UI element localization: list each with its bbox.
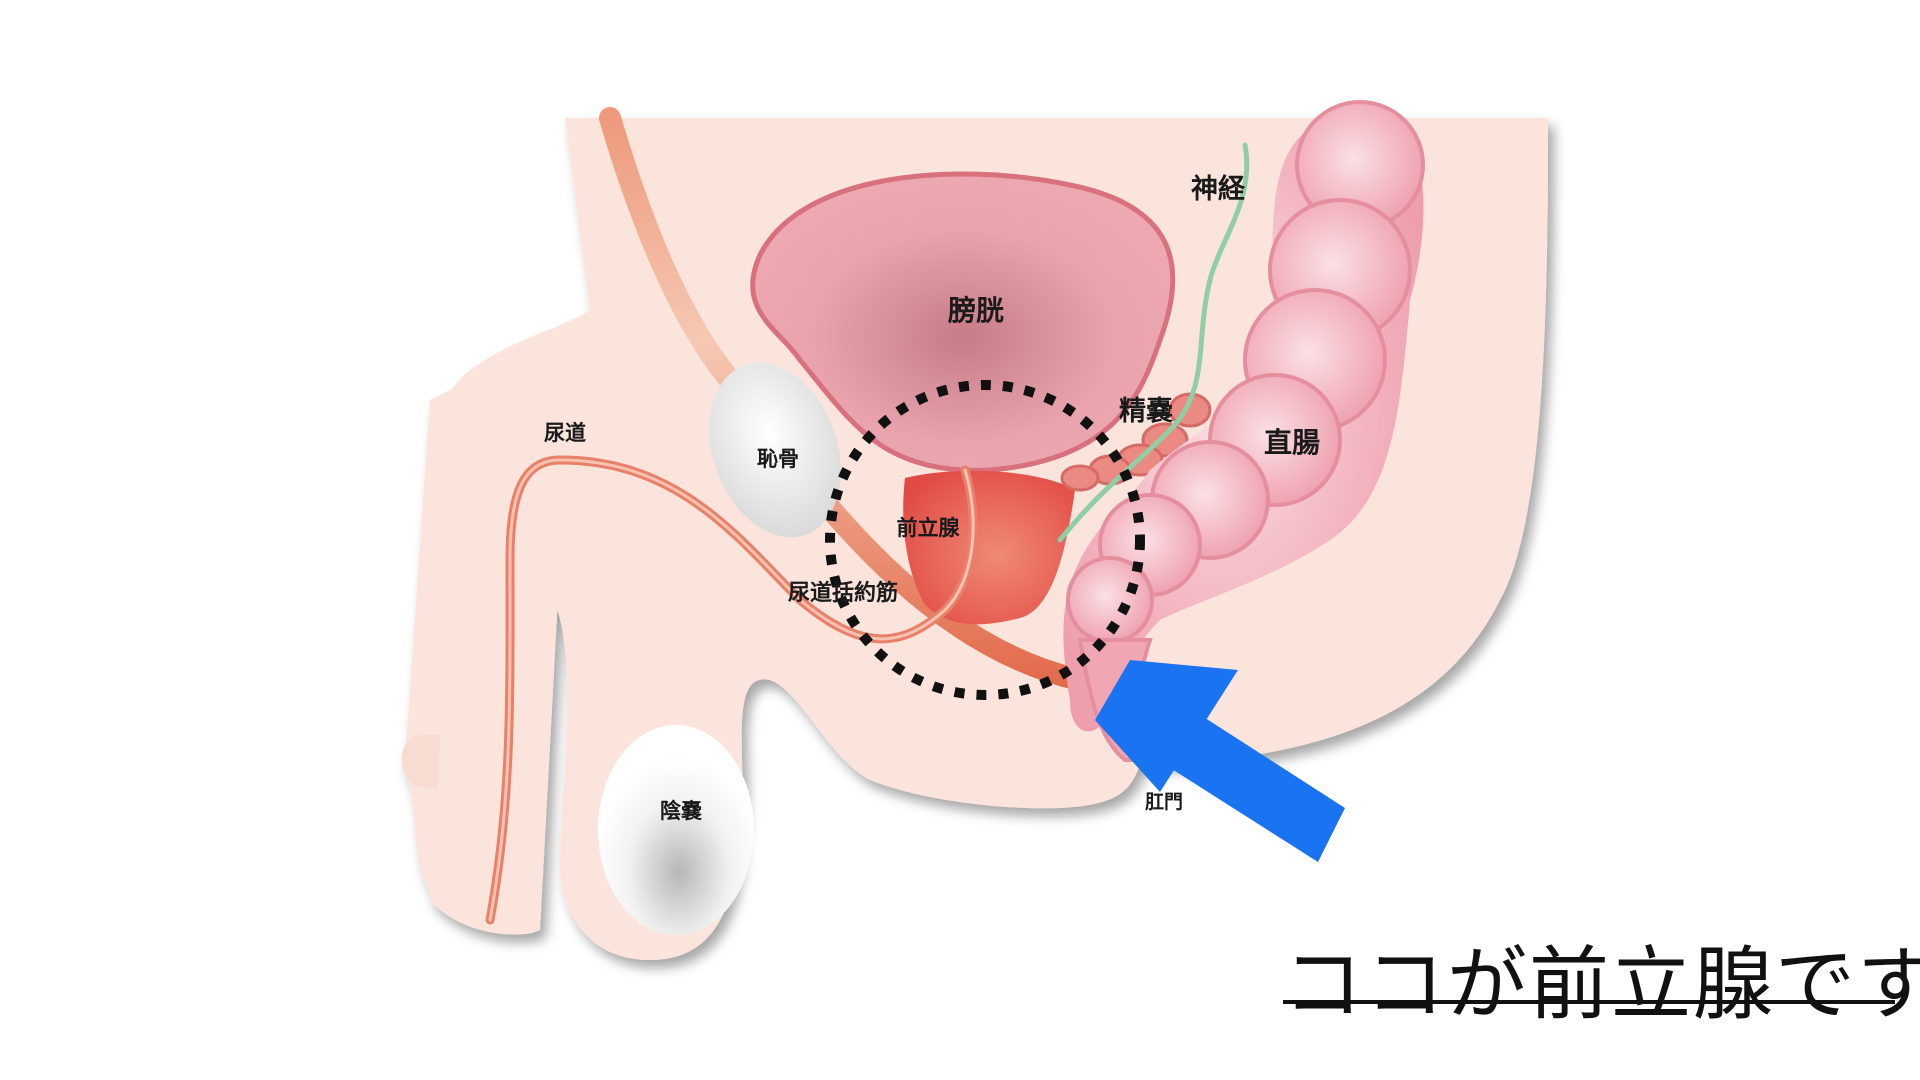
prostate: [903, 470, 1075, 625]
rectum: [1063, 100, 1425, 762]
caption-text: ココが前立腺です: [1283, 938, 1920, 1031]
pubic-bone: [709, 362, 841, 538]
label-bladder: 膀胱: [947, 294, 1004, 327]
nerve: [1057, 142, 1250, 543]
label-rectum: 直腸: [1264, 426, 1320, 459]
label-nerve: 神経: [1191, 173, 1246, 205]
label-seminal-vesicle: 精嚢: [1119, 396, 1173, 427]
label-prostate: 前立腺: [897, 516, 961, 540]
label-anus: 肛門: [1145, 791, 1183, 813]
label-urethral-sphincter: 尿道括約筋: [788, 580, 898, 606]
caption-underline: [1283, 1000, 1895, 1004]
label-urethra: 尿道: [544, 421, 586, 445]
pointer-arrow: [1095, 660, 1345, 862]
label-pubic-bone: 恥骨: [757, 447, 799, 471]
label-scrotum: 陰嚢: [660, 799, 703, 823]
highlight-circle: [825, 380, 1145, 700]
bladder: [750, 171, 1176, 473]
scrotum: [598, 725, 754, 935]
